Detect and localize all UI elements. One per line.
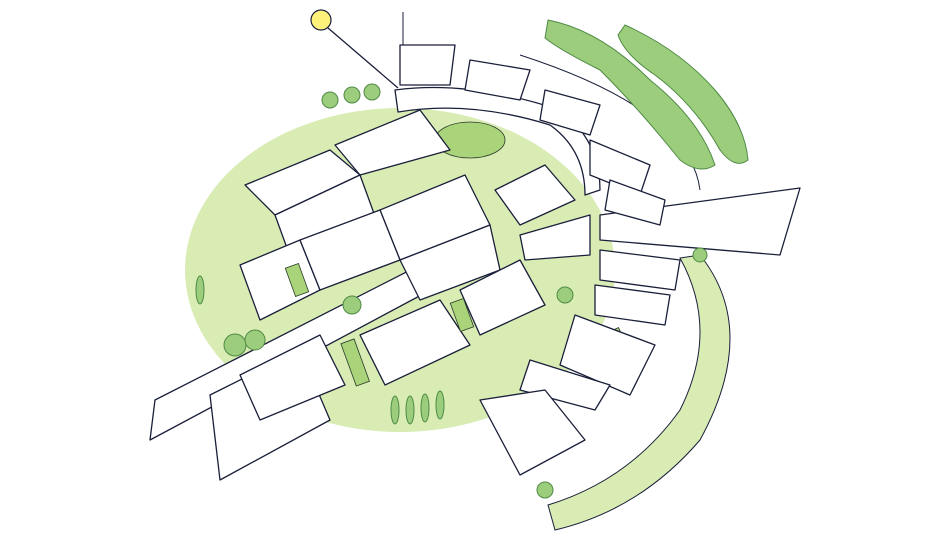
sun-ray-line (327, 27, 399, 89)
outer-green-band (547, 254, 731, 531)
tree-icon (195, 83, 708, 499)
tree-row-1 (544, 19, 716, 170)
sun-icon (310, 9, 332, 31)
tree-row-2 (617, 24, 749, 164)
building-blocks (209, 109, 591, 481)
road-east (599, 187, 801, 256)
perimeter-buildings (399, 44, 681, 476)
central-plaza (434, 121, 506, 159)
